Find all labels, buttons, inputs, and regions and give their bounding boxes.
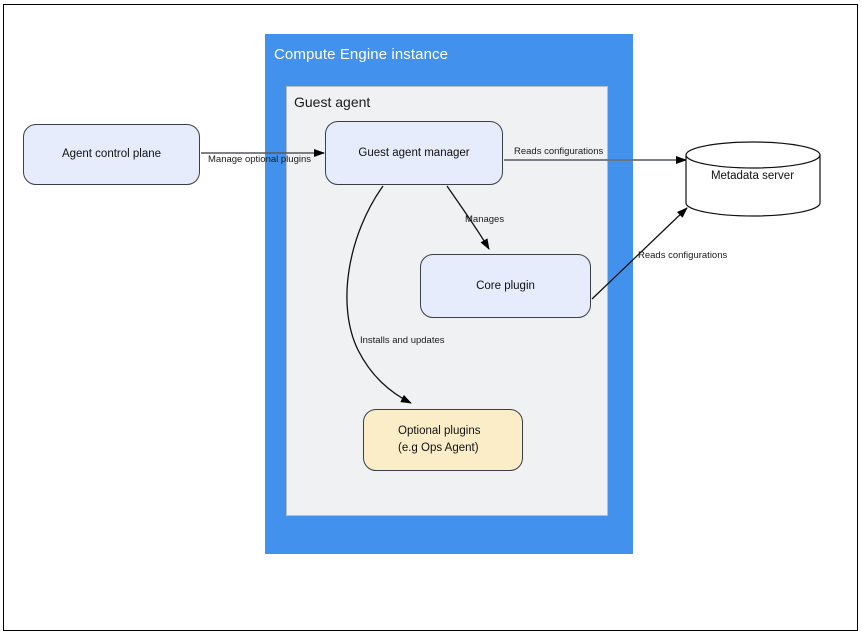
node-guest-agent-manager-label: Guest agent manager bbox=[358, 146, 470, 159]
node-core-plugin-label: Core plugin bbox=[476, 279, 535, 292]
node-core-plugin[interactable]: Core plugin bbox=[420, 254, 591, 318]
edge-label-manages: Manages bbox=[465, 214, 505, 225]
edge-label-manage-optional-plugins: Manage optional plugins bbox=[208, 154, 311, 165]
node-agent-control-plane[interactable]: Agent control plane bbox=[23, 124, 200, 185]
node-guest-agent-manager[interactable]: Guest agent manager bbox=[325, 121, 503, 185]
node-agent-control-plane-label: Agent control plane bbox=[61, 148, 162, 161]
node-metadata-server-label: Metadata server bbox=[710, 170, 795, 182]
edge-label-reads-configurations-core: Reads configurations bbox=[638, 250, 728, 261]
container-compute-engine-instance-label: Compute Engine instance bbox=[274, 46, 449, 63]
edge-label-reads-configurations-manager: Reads configurations bbox=[514, 146, 604, 157]
image-border bbox=[3, 4, 858, 631]
node-optional-plugins[interactable]: Optional plugins (e.g Ops Agent) bbox=[363, 409, 523, 471]
container-guest-agent-label: Guest agent bbox=[294, 94, 371, 110]
edge-label-installs-and-updates: Installs and updates bbox=[360, 335, 445, 346]
node-optional-plugins-label: Optional plugins (e.g Ops Agent) bbox=[398, 425, 481, 454]
